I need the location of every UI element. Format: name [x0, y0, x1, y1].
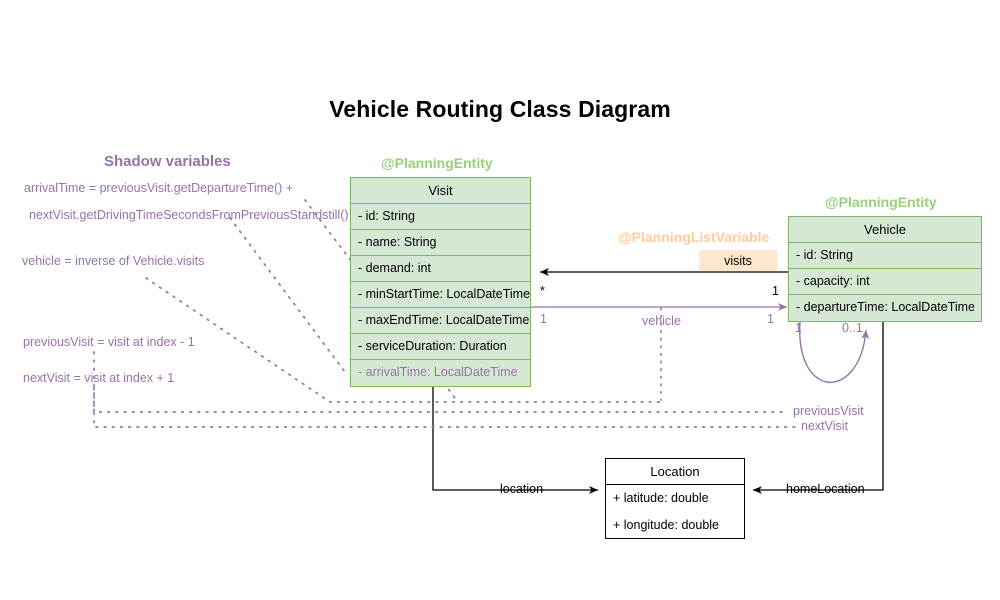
edge-badge-visits[interactable]: visits: [699, 250, 777, 271]
stereotype-visit: @PlanningEntity: [381, 155, 493, 171]
edge-label-previous-visit: previousVisit: [793, 404, 864, 418]
visit-attr-serviceduration: - serviceDuration: Duration: [351, 334, 530, 360]
edge-label-location: location: [500, 482, 544, 496]
vehicle-attr-capacity: - capacity: int: [789, 269, 981, 295]
multiplicity-visits-source: 1: [772, 284, 779, 298]
class-box-visit[interactable]: Visit - id: String - name: String - dema…: [350, 177, 531, 387]
shadow-note-previousvisit: previousVisit = visit at index - 1: [23, 335, 195, 349]
vehicle-attr-id: - id: String: [789, 243, 981, 269]
visit-attr-demand: - demand: int: [351, 256, 530, 282]
multiplicity-visits-target: *: [540, 284, 545, 298]
multiplicity-vehicle-target: 1: [767, 312, 774, 326]
location-attr-longitude: + longitude: double: [613, 518, 719, 532]
multiplicity-vehicle-source: 1: [540, 312, 547, 326]
class-box-location[interactable]: Location + latitude: double + longitude:…: [605, 458, 745, 539]
location-attr-latitude: + latitude: double: [613, 491, 709, 505]
multiplicity-self-loop-target: 0..1: [842, 321, 863, 335]
stereotype-planning-list-variable: @PlanningListVariable: [618, 229, 770, 245]
visit-attr-minstarttime: - minStartTime: LocalDateTime: [351, 282, 530, 308]
multiplicity-self-loop-source: 1: [795, 321, 802, 335]
visit-attr-name: - name: String: [351, 230, 530, 256]
shadow-note-vehicle: vehicle = inverse of Vehicle.visits: [22, 254, 205, 268]
shadow-variables-heading: Shadow variables: [104, 153, 231, 170]
class-box-vehicle[interactable]: Vehicle - id: String - capacity: int - d…: [788, 216, 982, 322]
edge-label-home-location: homeLocation: [786, 482, 865, 496]
shadow-connector-arrivaltime: [229, 217, 346, 373]
class-title-visit: Visit: [351, 178, 530, 204]
edge-label-next-visit: nextVisit: [801, 419, 849, 433]
shadow-note-arrivaltime-line1: arrivalTime = previousVisit.getDeparture…: [24, 181, 294, 195]
edge-label-vehicle: vehicle: [642, 314, 681, 328]
visit-attr-arrivaltime: - arrivalTime: LocalDateTime: [358, 365, 518, 379]
visit-attr-id: - id: String: [351, 204, 530, 230]
class-title-location: Location: [606, 459, 744, 485]
class-title-vehicle: Vehicle: [789, 217, 981, 243]
shadow-note-nextvisit: nextVisit = visit at index + 1: [23, 371, 175, 385]
vehicle-attr-departuretime: - departureTime: LocalDateTime: [796, 300, 976, 314]
shadow-note-arrivaltime-line2: nextVisit.getDrivingTimeSecondsFromPrevi…: [29, 208, 349, 222]
visit-attr-maxendtime: - maxEndTime: LocalDateTime: [351, 308, 530, 334]
shadow-connector-nextvisit: [93, 387, 797, 428]
stereotype-vehicle: @PlanningEntity: [825, 194, 937, 210]
edge-location: [432, 384, 598, 494]
page-title: Vehicle Routing Class Diagram: [329, 96, 671, 122]
